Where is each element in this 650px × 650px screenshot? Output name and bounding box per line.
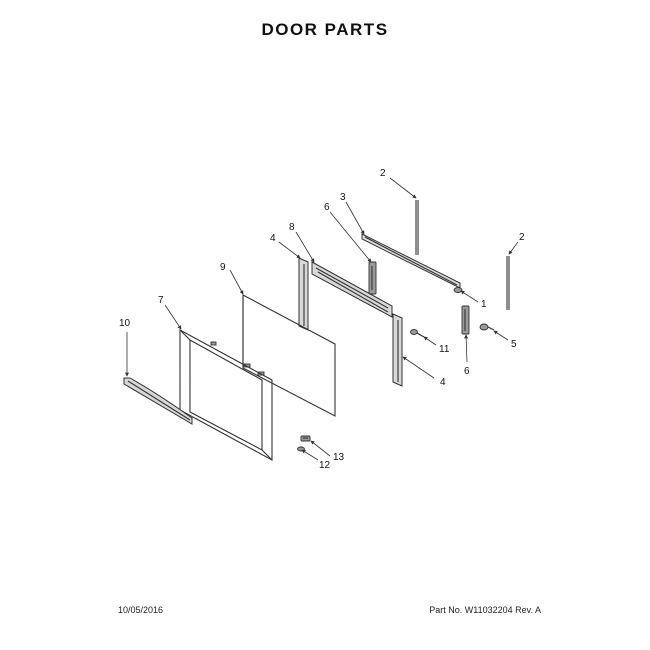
callout-3: 3 <box>340 192 346 203</box>
callout-6-right: 6 <box>464 366 470 377</box>
footer-date: 10/05/2016 <box>118 605 164 615</box>
callout-5: 5 <box>511 339 517 350</box>
footer-part-number: Part No. W11032204 Rev. A <box>429 605 541 615</box>
callout-4-right: 4 <box>440 377 446 388</box>
callout-1: 1 <box>481 299 487 310</box>
callout-7: 7 <box>158 295 164 306</box>
part-10-handle <box>123 377 193 425</box>
callout-2-upper: 2 <box>380 168 386 179</box>
part-5-bolt <box>479 323 495 331</box>
callout-13: 13 <box>333 452 345 463</box>
callout-6-left: 6 <box>324 202 330 213</box>
part-4-rail-right <box>392 313 403 387</box>
part-7-door-frame <box>179 329 273 461</box>
part-12-screw <box>297 446 305 452</box>
callout-8: 8 <box>289 222 295 233</box>
callout-2-right: 2 <box>519 232 525 243</box>
part-8-channel <box>311 261 393 318</box>
part-1-fastener <box>453 287 463 293</box>
part-13-clip <box>300 435 311 442</box>
part-9-glass-panel <box>242 294 336 417</box>
page-title: DOOR PARTS <box>261 20 389 39</box>
callout-12: 12 <box>319 460 331 471</box>
part-2-rod-upper <box>415 200 419 255</box>
part-6-hinge-right <box>461 305 470 335</box>
part-3-bar <box>361 233 461 289</box>
part-6-hinge-left <box>368 261 377 295</box>
callout-9: 9 <box>220 262 226 273</box>
callout-11: 11 <box>439 344 450 355</box>
part-2-rod-right <box>506 256 510 310</box>
part-4-rail-left <box>298 257 309 331</box>
callout-4-left: 4 <box>270 233 276 244</box>
callout-10: 10 <box>119 318 131 329</box>
leader-lines <box>125 177 519 461</box>
part-11-screw <box>410 329 425 338</box>
